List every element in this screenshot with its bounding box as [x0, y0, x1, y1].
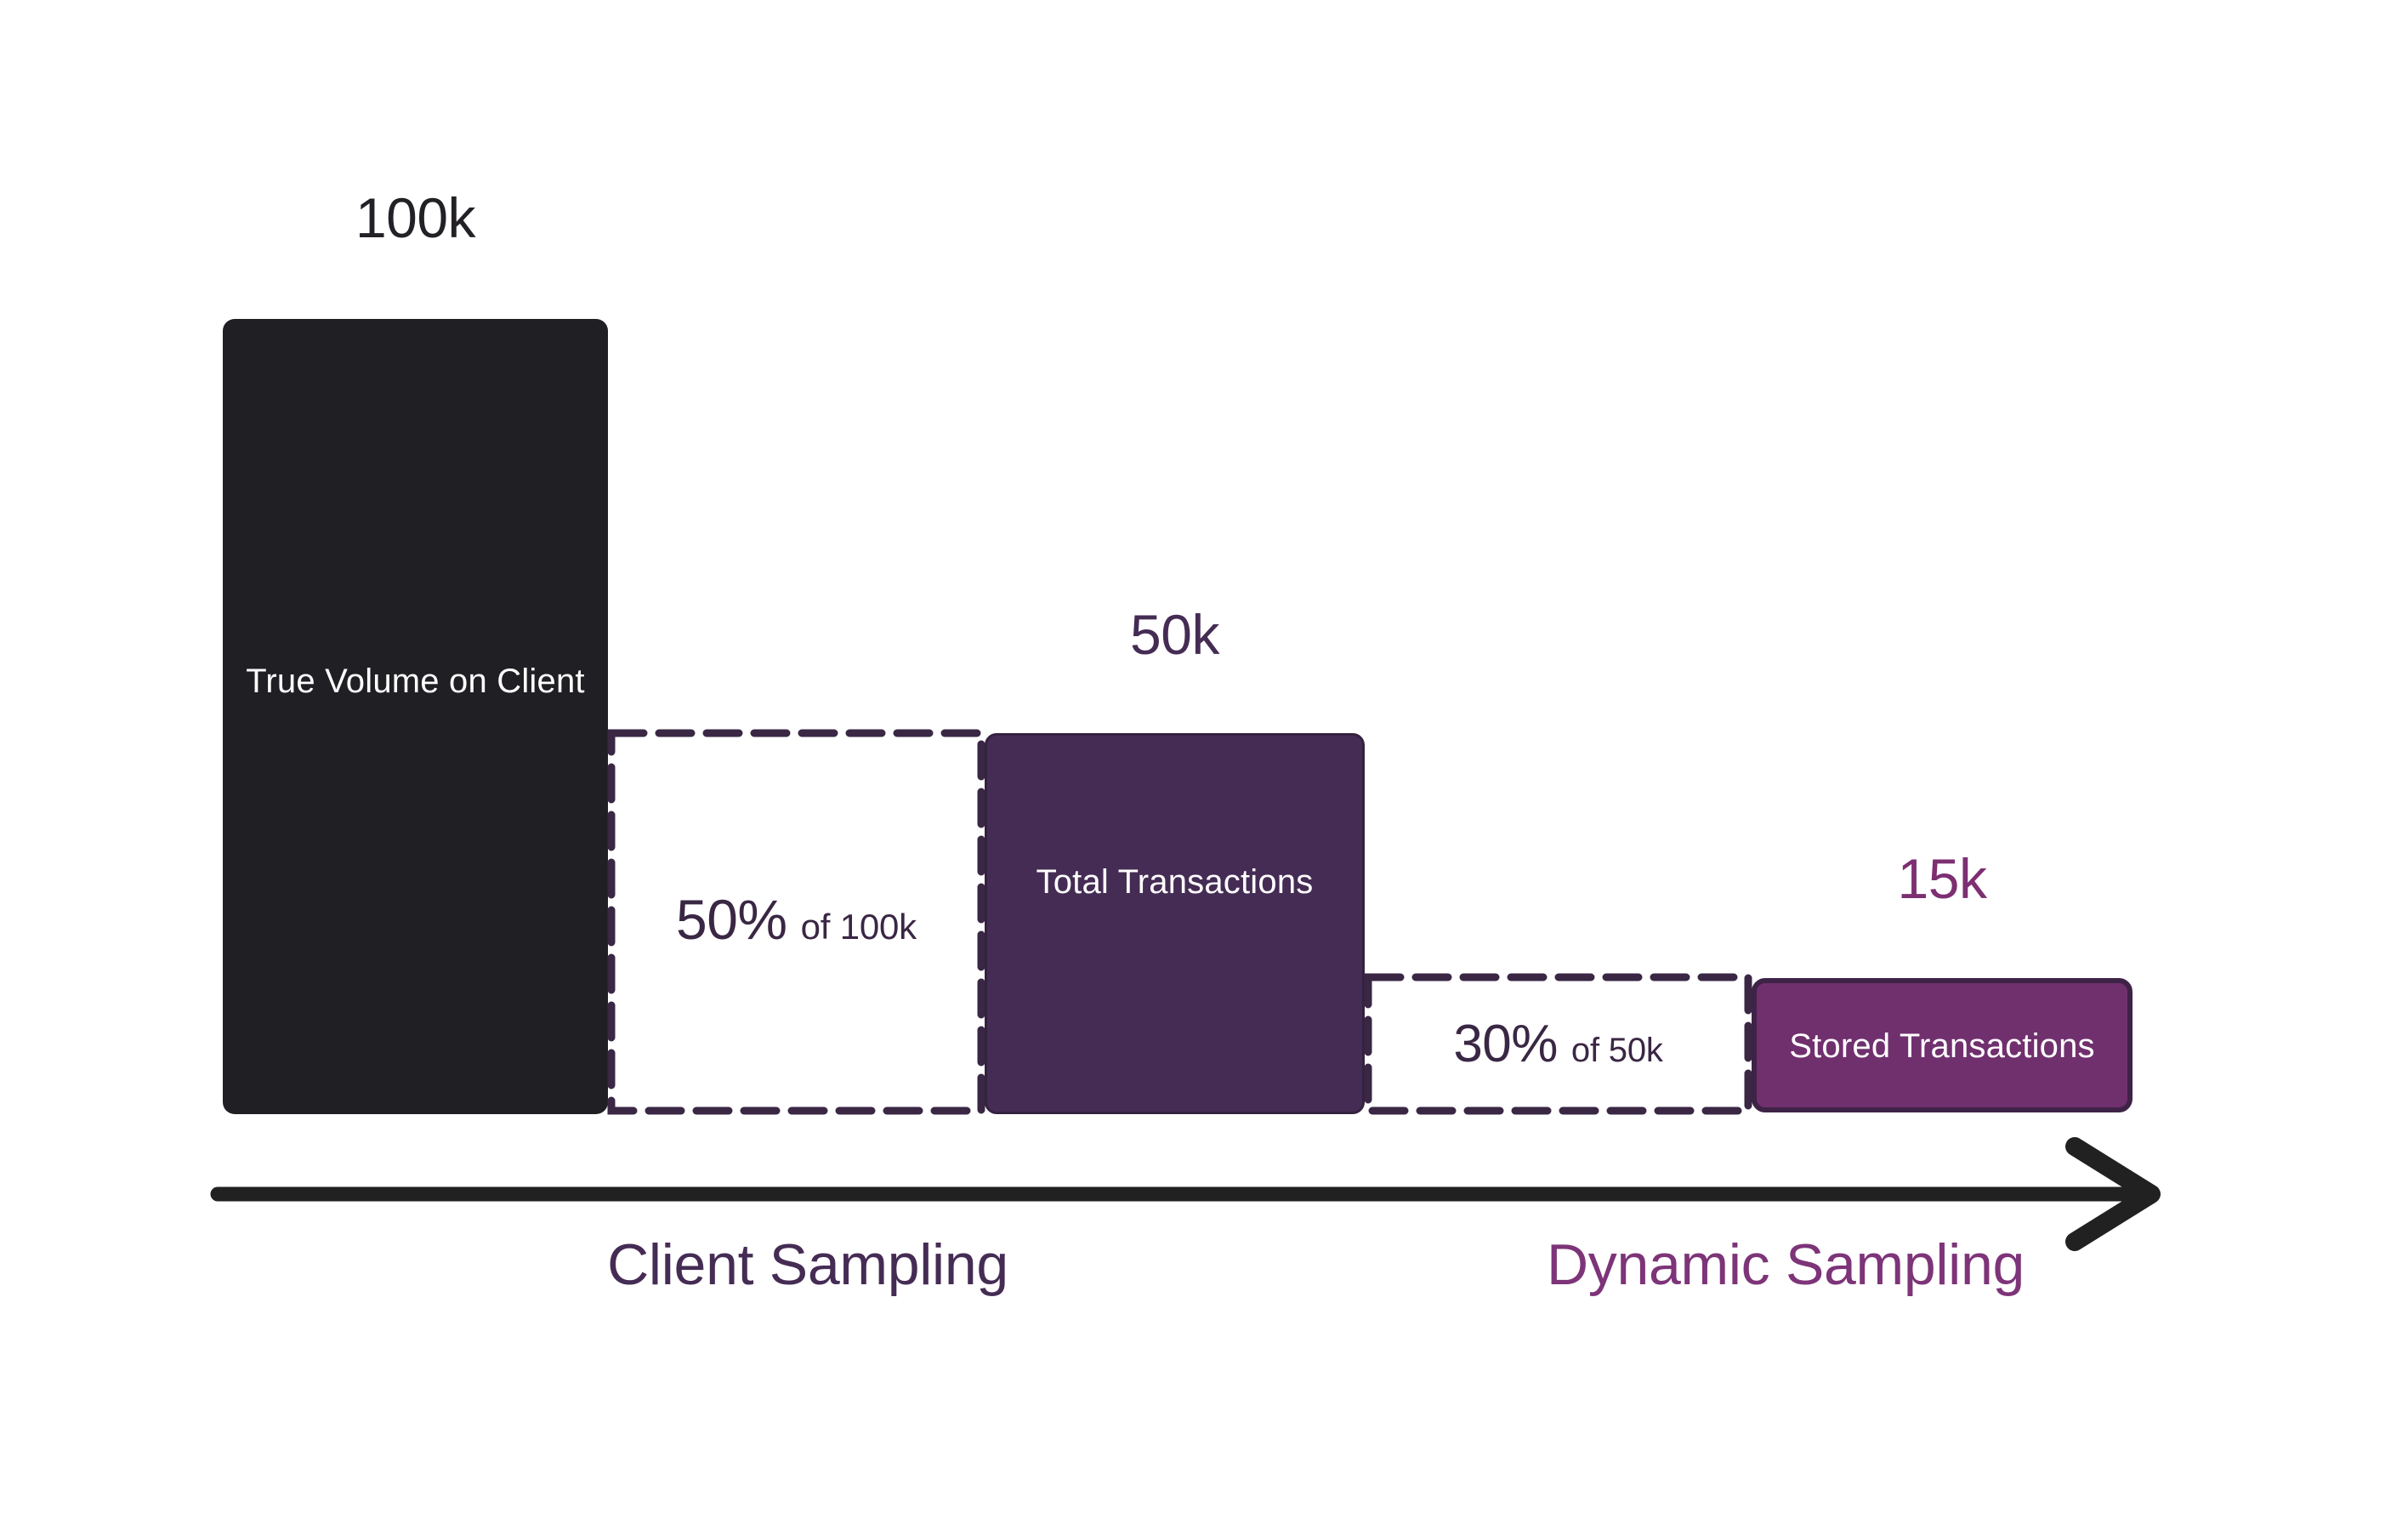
dynamic-sampling-percent: 30%: [1453, 1015, 1558, 1073]
value-label-stored-transactions: 15k: [1897, 847, 1987, 910]
bar-total-transactions: Total Transactions: [985, 733, 1365, 1114]
stage-label-dynamic-sampling: Dynamic Sampling: [1546, 1232, 2025, 1297]
client-sampling-of-label: of 100k: [800, 907, 917, 947]
client-sampling-percent: 50%: [676, 888, 787, 951]
stage-label-client-sampling: Client Sampling: [607, 1232, 1008, 1297]
bar-label-stored-transactions: Stored Transactions: [1789, 1027, 2095, 1065]
bar-true-volume-on-client: True Volume on Client: [223, 319, 608, 1114]
bar-label-total-transactions: Total Transactions: [1036, 863, 1314, 901]
bar-label-true-volume-on-client: True Volume on Client: [246, 663, 585, 700]
dynamic-sampling-rate: 30% of 50k: [1453, 1014, 1663, 1074]
value-label-total-transactions: 50k: [1130, 603, 1219, 666]
dynamic-sampling-of-label: of 50k: [1570, 1032, 1663, 1069]
right-arrow-icon: [204, 1137, 2194, 1251]
dynamic-sampling-reduction-box: 30% of 50k: [1365, 974, 1752, 1114]
value-label-true-volume: 100k: [355, 186, 476, 249]
dashed-outline-client: [608, 730, 985, 1114]
dashed-outline-dynamic: [1365, 974, 1752, 1114]
client-sampling-rate: 50% of 100k: [676, 887, 917, 952]
client-sampling-reduction-box: 50% of 100k: [608, 730, 985, 1114]
bar-stored-transactions: Stored Transactions: [1752, 978, 2133, 1112]
